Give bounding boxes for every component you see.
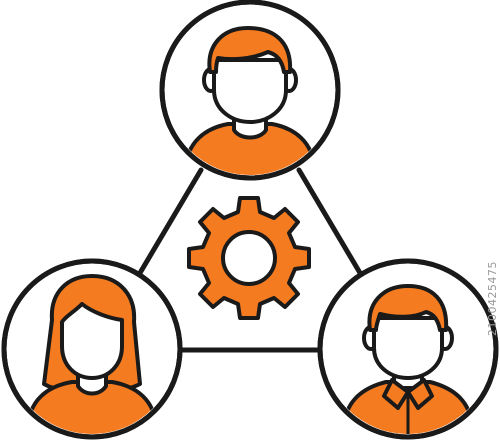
person-right-avatar: [317, 258, 499, 440]
hair-right: [367, 284, 449, 332]
collar-right: [382, 378, 434, 410]
gear-icon: [187, 196, 311, 320]
person-top-avatar: [159, 0, 341, 181]
connection-top-left: [134, 167, 204, 281]
watermark-id: 2100425475: [486, 261, 499, 336]
connection-top-right: [296, 167, 366, 281]
hair-top: [207, 26, 293, 74]
network-connections: [134, 167, 366, 353]
person-left-avatar: [1, 258, 183, 440]
